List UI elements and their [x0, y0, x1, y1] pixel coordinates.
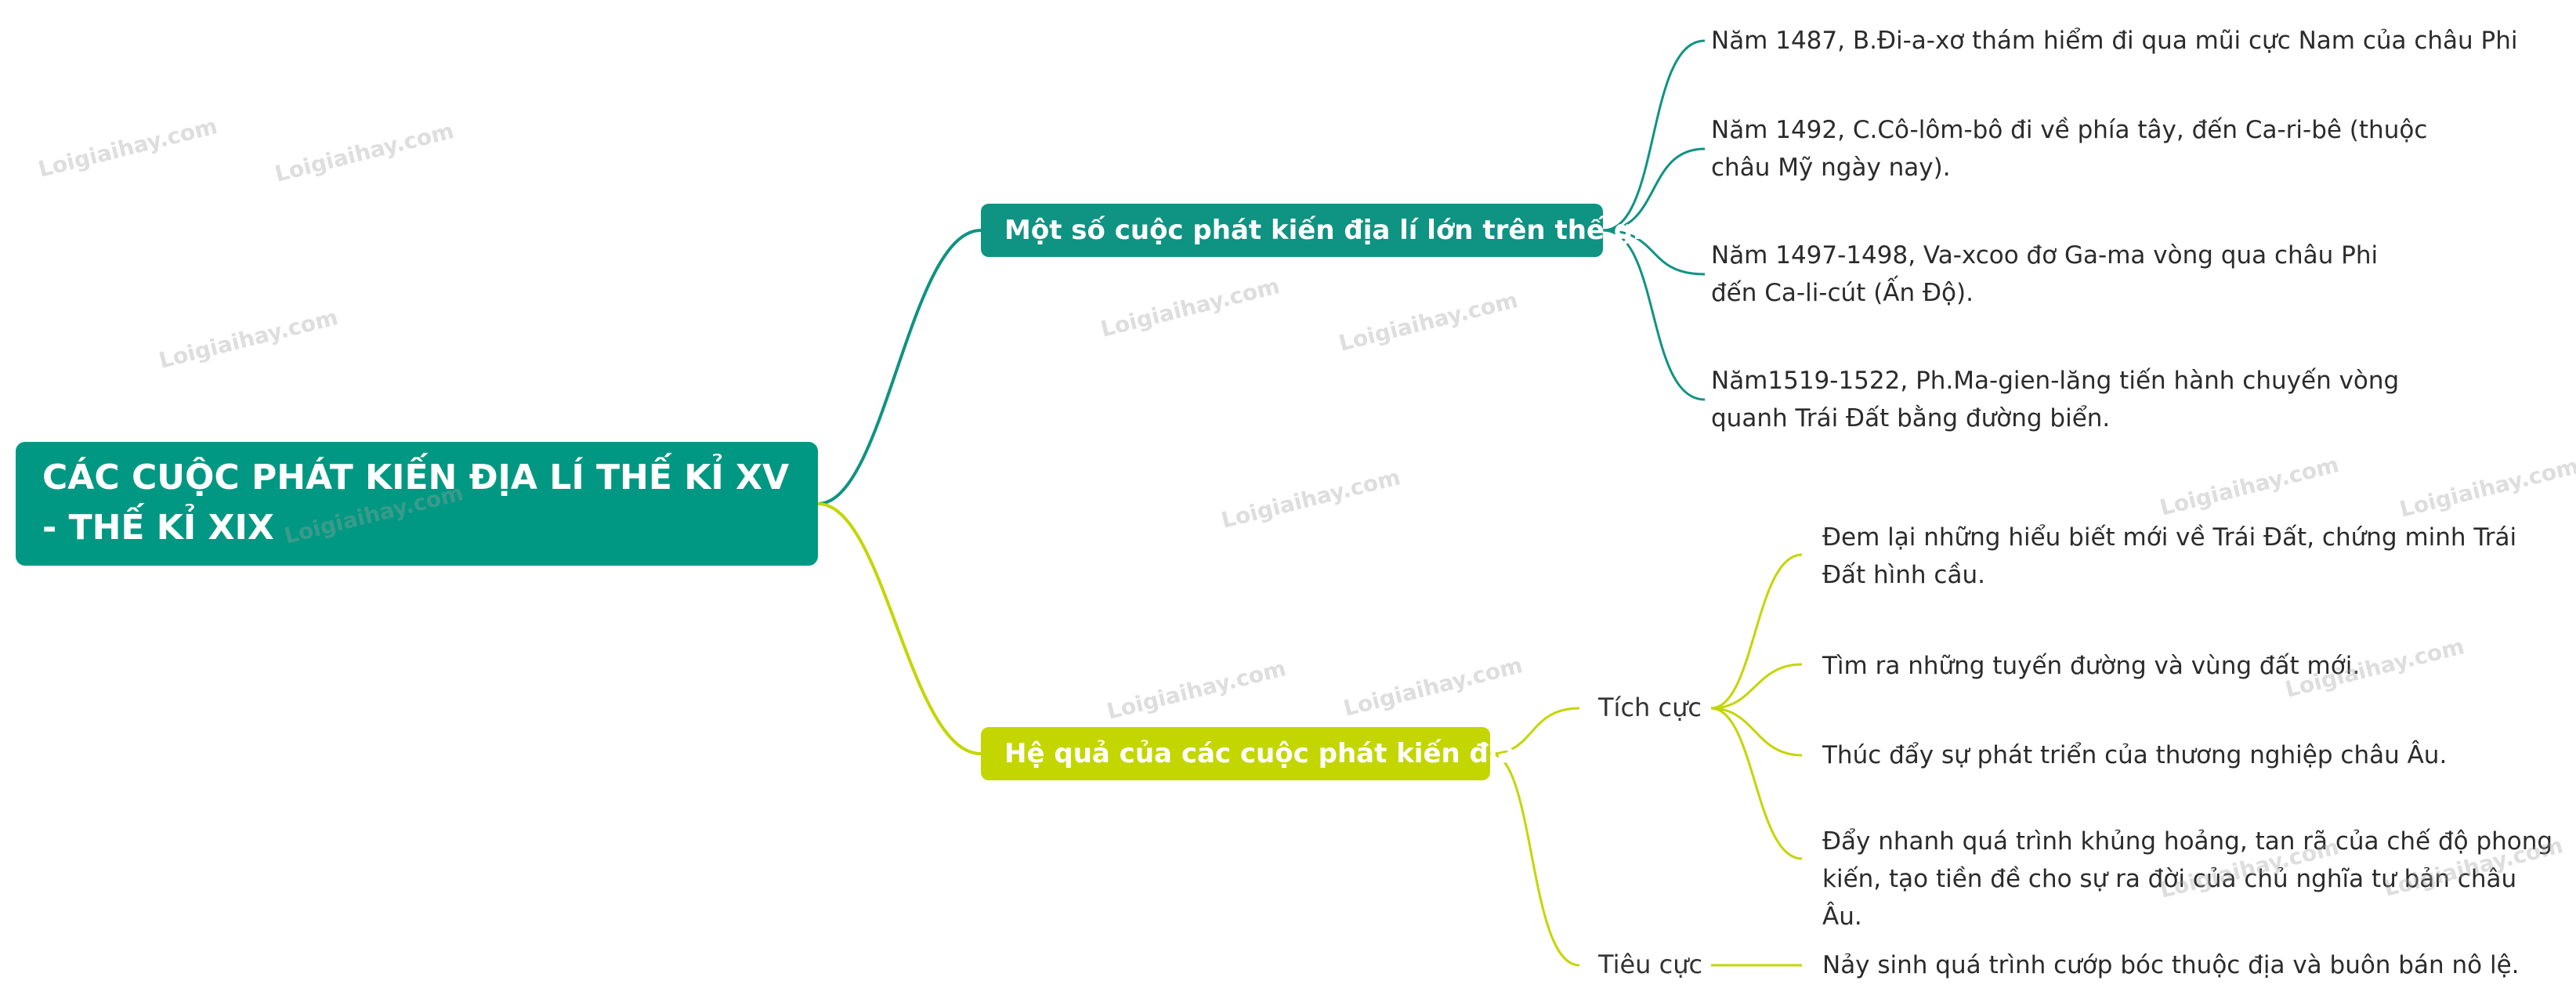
- branch-discoveries[interactable]: Một số cuộc phát kiến địa lí lớn trên th…: [981, 204, 1670, 257]
- root-topic[interactable]: CÁC CUỘC PHÁT KIẾN ĐỊA LÍ THẾ KỈ XV - TH…: [16, 442, 818, 566]
- sub-negative[interactable]: Tiêu cực: [1598, 950, 1702, 979]
- sub-positive-label: Tích cực: [1598, 693, 1702, 722]
- leaf-negative-colonial[interactable]: Nảy sinh quá trình cướp bóc thuộc địa và…: [1822, 946, 2559, 984]
- leaf-columbus-text: Năm 1492, C.Cô-lôm-bô đi về phía tây, đế…: [1711, 116, 2428, 182]
- leaf-positive-routes-text: Tìm ra những tuyến đường và vùng đất mới…: [1822, 652, 2361, 680]
- leaf-positive-capitalism[interactable]: Đẩy nhanh quá trình khủng hoảng, tan rã …: [1822, 823, 2559, 935]
- leaf-vasco-da-gama-text: Năm 1497-1498, Va-xcoo đơ Ga-ma vòng qua…: [1711, 241, 2379, 307]
- leaf-columbus[interactable]: Năm 1492, C.Cô-lôm-bô đi về phía tây, đế…: [1711, 111, 2463, 186]
- branch-consequences[interactable]: Hệ quả của các cuộc phát kiến địa lí: [981, 727, 1543, 780]
- leaf-negative-colonial-text: Nảy sinh quá trình cướp bóc thuộc địa và…: [1822, 951, 2520, 979]
- leaf-diaz[interactable]: Năm 1487, B.Đi-a-xơ thám hiểm đi qua mũi…: [1711, 22, 2557, 60]
- root-topic-label: CÁC CUỘC PHÁT KIẾN ĐỊA LÍ THẾ KỈ XV - TH…: [42, 458, 790, 548]
- leaf-vasco-da-gama[interactable]: Năm 1497-1498, Va-xcoo đơ Ga-ma vòng qua…: [1711, 237, 2416, 312]
- leaf-magellan[interactable]: Năm1519-1522, Ph.Ma-gien-lăng tiến hành …: [1711, 362, 2463, 437]
- leaf-positive-knowledge[interactable]: Đem lại những hiểu biết mới về Trái Đất,…: [1822, 519, 2551, 594]
- leaf-positive-commerce-text: Thúc đẩy sự phát triển của thương nghiệp…: [1822, 741, 2448, 769]
- branch-discoveries-label: Một số cuộc phát kiến địa lí lớn trên th…: [1004, 215, 1670, 246]
- branch-consequences-label: Hệ quả của các cuộc phát kiến địa lí: [1004, 738, 1543, 769]
- leaf-magellan-text: Năm1519-1522, Ph.Ma-gien-lăng tiến hành …: [1711, 367, 2400, 432]
- leaf-diaz-text: Năm 1487, B.Đi-a-xơ thám hiểm đi qua mũi…: [1711, 27, 2518, 55]
- sub-positive[interactable]: Tích cực: [1598, 693, 1702, 722]
- leaf-positive-routes[interactable]: Tìm ra những tuyến đường và vùng đất mới…: [1822, 647, 2551, 685]
- sub-negative-label: Tiêu cực: [1598, 950, 1703, 979]
- leaf-positive-capitalism-text: Đẩy nhanh quá trình khủng hoảng, tan rã …: [1822, 827, 2553, 931]
- leaf-positive-knowledge-text: Đem lại những hiểu biết mới về Trái Đất,…: [1822, 523, 2517, 589]
- leaf-positive-commerce[interactable]: Thúc đẩy sự phát triển của thương nghiệp…: [1822, 736, 2551, 774]
